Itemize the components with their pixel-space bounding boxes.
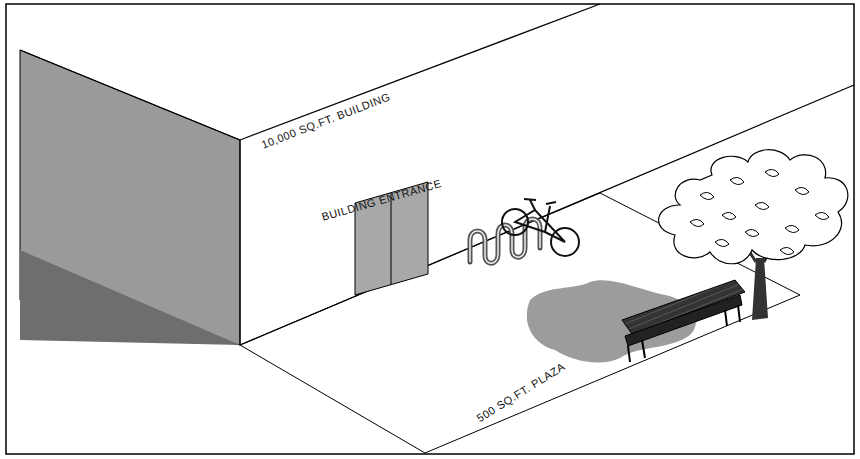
side-wall (20, 50, 240, 345)
rack-highlight (470, 219, 540, 263)
wall-shadow (20, 250, 240, 345)
frame (6, 4, 854, 454)
bicycle (502, 199, 579, 256)
bench (622, 280, 745, 362)
bike-rack (470, 219, 540, 263)
tree (659, 150, 848, 320)
